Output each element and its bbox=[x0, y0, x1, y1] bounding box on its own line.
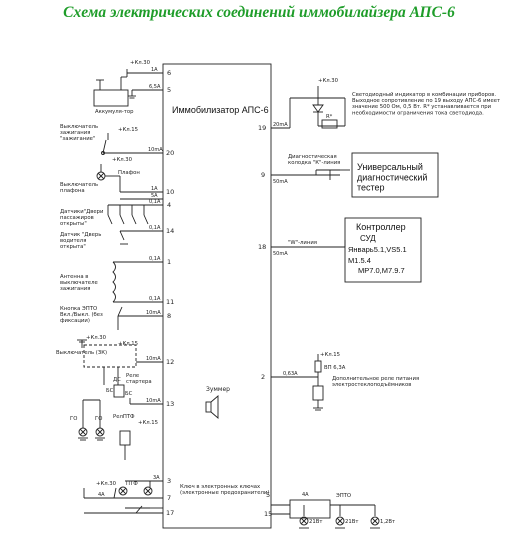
current-label: 1А bbox=[151, 186, 158, 192]
w-line-label: "W"-линия bbox=[288, 240, 317, 246]
pin-number: 17 bbox=[166, 509, 174, 517]
pin-number: 20 bbox=[166, 149, 174, 157]
current-label: 1А bbox=[151, 67, 158, 73]
lamp-go-label: ГО bbox=[95, 416, 102, 422]
diagnostic-tester-box bbox=[351, 152, 439, 198]
led-description: Светодиодный индикатор в комбинации приб… bbox=[352, 91, 500, 116]
battery-icon bbox=[93, 86, 129, 107]
pin-number: 6 bbox=[167, 69, 171, 77]
sounder-label: Зуммер bbox=[206, 386, 230, 393]
immobilizer-unit bbox=[162, 63, 272, 529]
lamp-icon bbox=[96, 171, 106, 181]
current-label: 6,5А bbox=[149, 84, 161, 90]
current-label: 5А bbox=[151, 193, 158, 199]
pin-number: 15 bbox=[264, 510, 272, 518]
pin-number: 8 bbox=[167, 312, 171, 320]
current-label: 0,1А bbox=[149, 225, 161, 231]
pin-number: 18 bbox=[258, 243, 266, 251]
pin-number: 11 bbox=[166, 298, 174, 306]
bs-label: БС bbox=[125, 391, 133, 397]
pin-number: 14 bbox=[166, 227, 174, 235]
lamp-power-label: 1,2Вт bbox=[380, 519, 395, 525]
unit-label: Иммобилизатор АПС-6 bbox=[172, 105, 269, 115]
relay-icon bbox=[113, 384, 125, 398]
pin-number: 12 bbox=[166, 358, 174, 366]
pin-number: 4 bbox=[167, 201, 171, 209]
current-label: 10mA bbox=[146, 310, 161, 316]
controller-line: СУД bbox=[360, 234, 376, 243]
current-label: 3A bbox=[153, 475, 160, 481]
current-label: 0,1А bbox=[149, 256, 161, 262]
current-label: 50mA bbox=[273, 179, 288, 185]
ceiling-label: Плафон bbox=[118, 170, 140, 176]
kl15-label: +Кл.15 bbox=[118, 341, 138, 347]
lamp-go-label: ГО bbox=[70, 416, 77, 422]
battery-label: Аккумуля-тор bbox=[95, 109, 134, 115]
ds-label: ДС bbox=[113, 377, 121, 383]
current-label: 0,1А bbox=[149, 199, 161, 205]
controller-line: Январь5.1,VS5.1 bbox=[348, 245, 407, 254]
pin-number: 9 bbox=[261, 171, 265, 179]
current-label: 0,63А bbox=[283, 371, 298, 377]
kl15-label: +Кл.15 bbox=[320, 352, 340, 358]
lamp-power-label: 21Вт bbox=[345, 519, 358, 525]
kl30-label: +Кл.30 bbox=[318, 78, 339, 84]
relay-pt-label: РелПТФ bbox=[113, 414, 135, 420]
pin-number: 10 bbox=[166, 188, 174, 196]
resistor-label: R* bbox=[326, 114, 333, 120]
kl15-label: +Кл.15 bbox=[138, 420, 158, 426]
current-label: 0,1А bbox=[149, 296, 161, 302]
controller-line: МР7.0,М7.9.7 bbox=[358, 266, 405, 275]
kl30-label: +Кл.30 bbox=[96, 481, 117, 487]
current-label: 10mA bbox=[148, 147, 163, 153]
controller-box bbox=[344, 217, 422, 283]
current-label: 10mA bbox=[146, 356, 161, 362]
bs-label: БС bbox=[106, 388, 114, 394]
pin-number: 5 bbox=[167, 86, 171, 94]
ign-switch2-label: Выключатель (ЗК) bbox=[56, 350, 107, 356]
epto-label: ЭПТО bbox=[336, 493, 351, 499]
pin-number: 3 bbox=[167, 477, 171, 485]
fuse-icon bbox=[314, 360, 322, 373]
current-label: 20mA bbox=[273, 122, 288, 128]
current-label: 4А bbox=[302, 492, 309, 498]
pin-number: 7 bbox=[167, 494, 171, 502]
pin-number: 13 bbox=[166, 400, 174, 408]
led-icon bbox=[312, 104, 324, 113]
kl30-label: +Кл.30 bbox=[130, 60, 151, 66]
pin-number: 19 bbox=[258, 124, 266, 132]
diagram-title: Схема электрических соединений иммобилай… bbox=[63, 4, 455, 21]
speaker-icon bbox=[205, 395, 219, 419]
fuse-label: ВП 6,3А bbox=[324, 365, 346, 371]
key-label: Ключ в электронных ключах(электронные пр… bbox=[180, 484, 269, 496]
ground-icon bbox=[77, 95, 380, 529]
pt-label: ПТФ bbox=[126, 481, 138, 487]
current-label: 10mA bbox=[146, 398, 161, 404]
switch-icon bbox=[107, 214, 149, 225]
pin-number: 5 bbox=[266, 491, 270, 499]
current-label: 4А bbox=[98, 492, 105, 498]
current-label: 50mA bbox=[273, 251, 288, 257]
pin-number: 2 bbox=[261, 373, 265, 381]
controller-line: М1.5.4 bbox=[348, 256, 371, 265]
kl30-label: +Кл.30 bbox=[86, 335, 107, 341]
pin-number: 1 bbox=[167, 258, 171, 266]
kl30-label: +Кл.30 bbox=[112, 157, 133, 163]
kl15-label: +Кл.15 bbox=[118, 127, 138, 133]
controller-line: Контроллер bbox=[356, 222, 406, 232]
lamp-power-label: 21Вт bbox=[309, 519, 322, 525]
